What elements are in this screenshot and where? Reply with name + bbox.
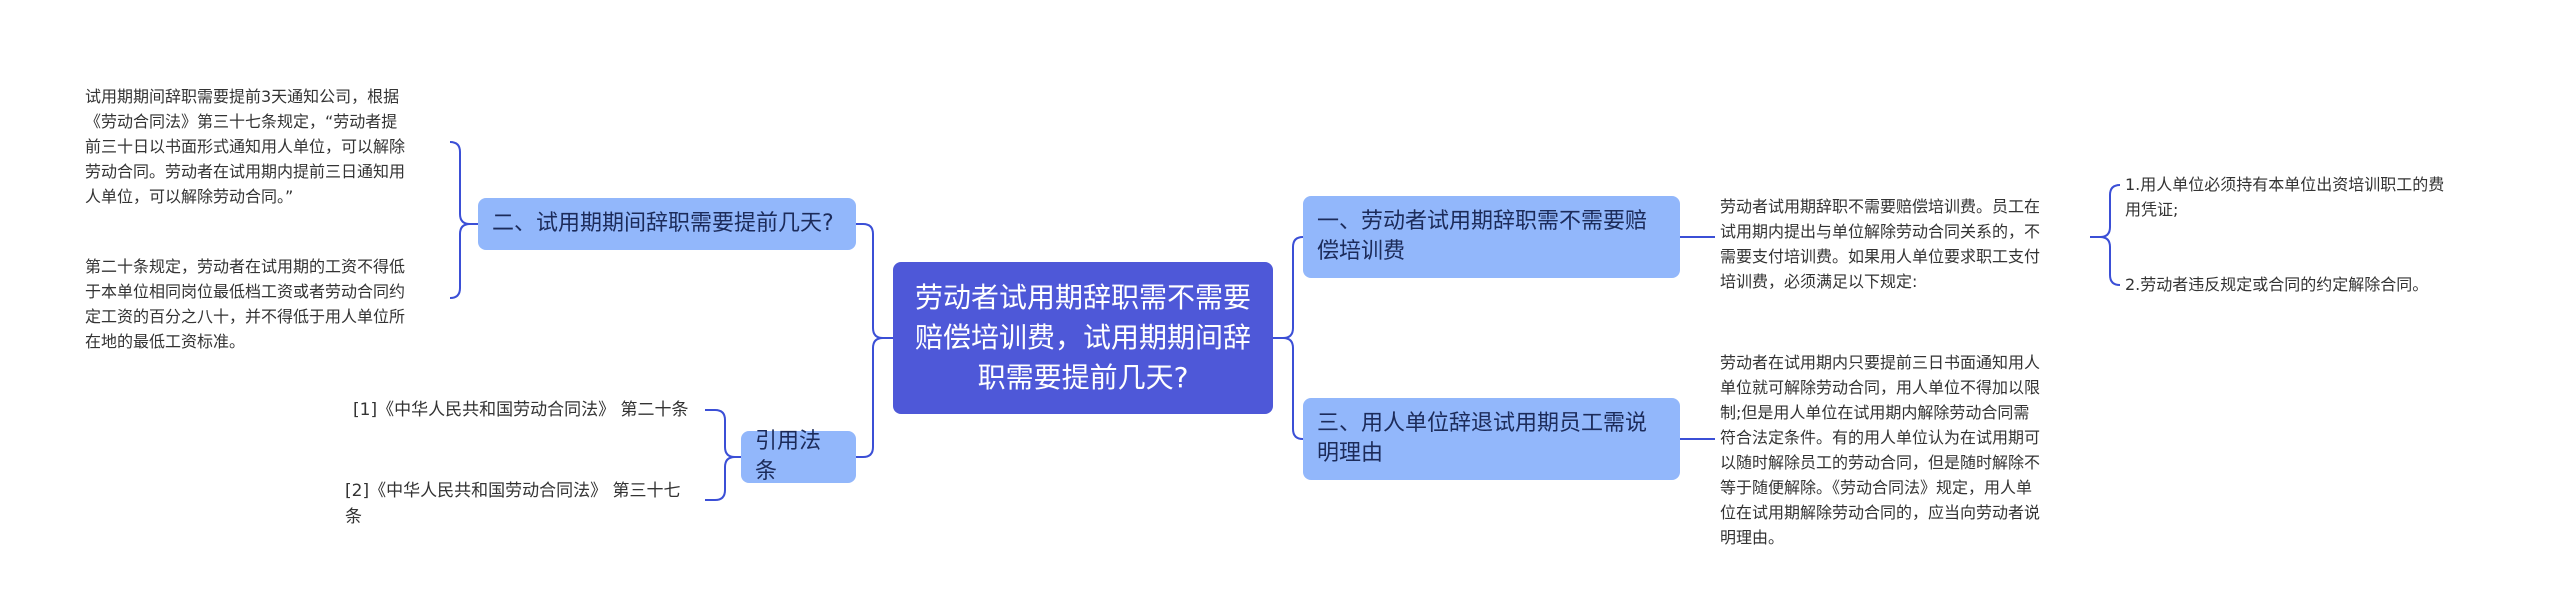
root-topic[interactable]: 劳动者试用期辞职需不需要赔偿培训费，试用期期间辞职需要提前几天? [893, 262, 1273, 414]
citation-labor-law-article-20[interactable]: [1]《中华人民共和国劳动合同法》 第二十条 [353, 400, 689, 420]
conn-branch-2-leaf-2 [449, 223, 478, 299]
branch-dismissal-reason[interactable]: 三、用人单位辞退试用期员工需说明理由 [1303, 398, 1680, 480]
leaf-notice-period-detail: 试用期期间辞职需要提前3天通知公司，根据 《劳动合同法》第三十七条规定，“劳动者… [85, 87, 406, 206]
branch-training-fee-label: 一、劳动者试用期辞职需不需要赔偿培训费 [1317, 209, 1648, 264]
conn-root-branch-1 [1273, 236, 1304, 339]
leaf-training-fee-condition-2: 2.劳动者违反规定或合同的约定解除合同。 [2125, 275, 2429, 294]
branch-dismissal-reason-label: 三、用人单位辞退试用期员工需说明理由 [1317, 411, 1648, 466]
leaf-dismissal-reason-detail: 劳动者在试用期内只要提前三日书面通知用人 单位就可解除劳动合同，用人单位不得加以… [1720, 353, 2041, 547]
leaf-training-fee-detail: 劳动者试用期辞职不需要赔偿培训费。员工在 试用期内提出与单位解除劳动合同关系的，… [1720, 197, 2041, 291]
conn-root-refs [856, 337, 893, 458]
conn-leaf-sub-2 [2090, 236, 2121, 286]
conn-branch-2-leaf-1 [449, 141, 478, 225]
branch-training-fee[interactable]: 一、劳动者试用期辞职需不需要赔偿培训费 [1303, 196, 1680, 278]
conn-root-branch-3 [1273, 337, 1304, 440]
citation-labor-law-article-37[interactable]: [2]《中华人民共和国劳动合同法》 第三十七 条 [345, 481, 681, 527]
conn-refs-cite-2 [705, 456, 741, 501]
conn-root-branch-2 [856, 223, 893, 339]
branch-notice-period-label: 二、试用期期间辞职需要提前几天? [492, 211, 834, 236]
branch-cited-laws-label: 引用法条 [755, 429, 822, 484]
conn-refs-cite-1 [705, 409, 741, 458]
conn-leaf-sub-1 [2090, 184, 2121, 238]
branch-cited-laws[interactable]: 引用法条 [741, 429, 856, 484]
leaf-probation-wage-detail: 第二十条规定，劳动者在试用期的工资不得低 于本单位相同岗位最低档工资或者劳动合同… [85, 257, 406, 351]
leaf-training-fee-condition-1: 1.用人单位必须持有本单位出资培训职工的费 用凭证; [2125, 175, 2445, 219]
branch-notice-period[interactable]: 二、试用期期间辞职需要提前几天? [478, 198, 856, 250]
root-topic-label: 劳动者试用期辞职需不需要赔偿培训费，试用期期间辞职需要提前几天? [914, 281, 1251, 394]
